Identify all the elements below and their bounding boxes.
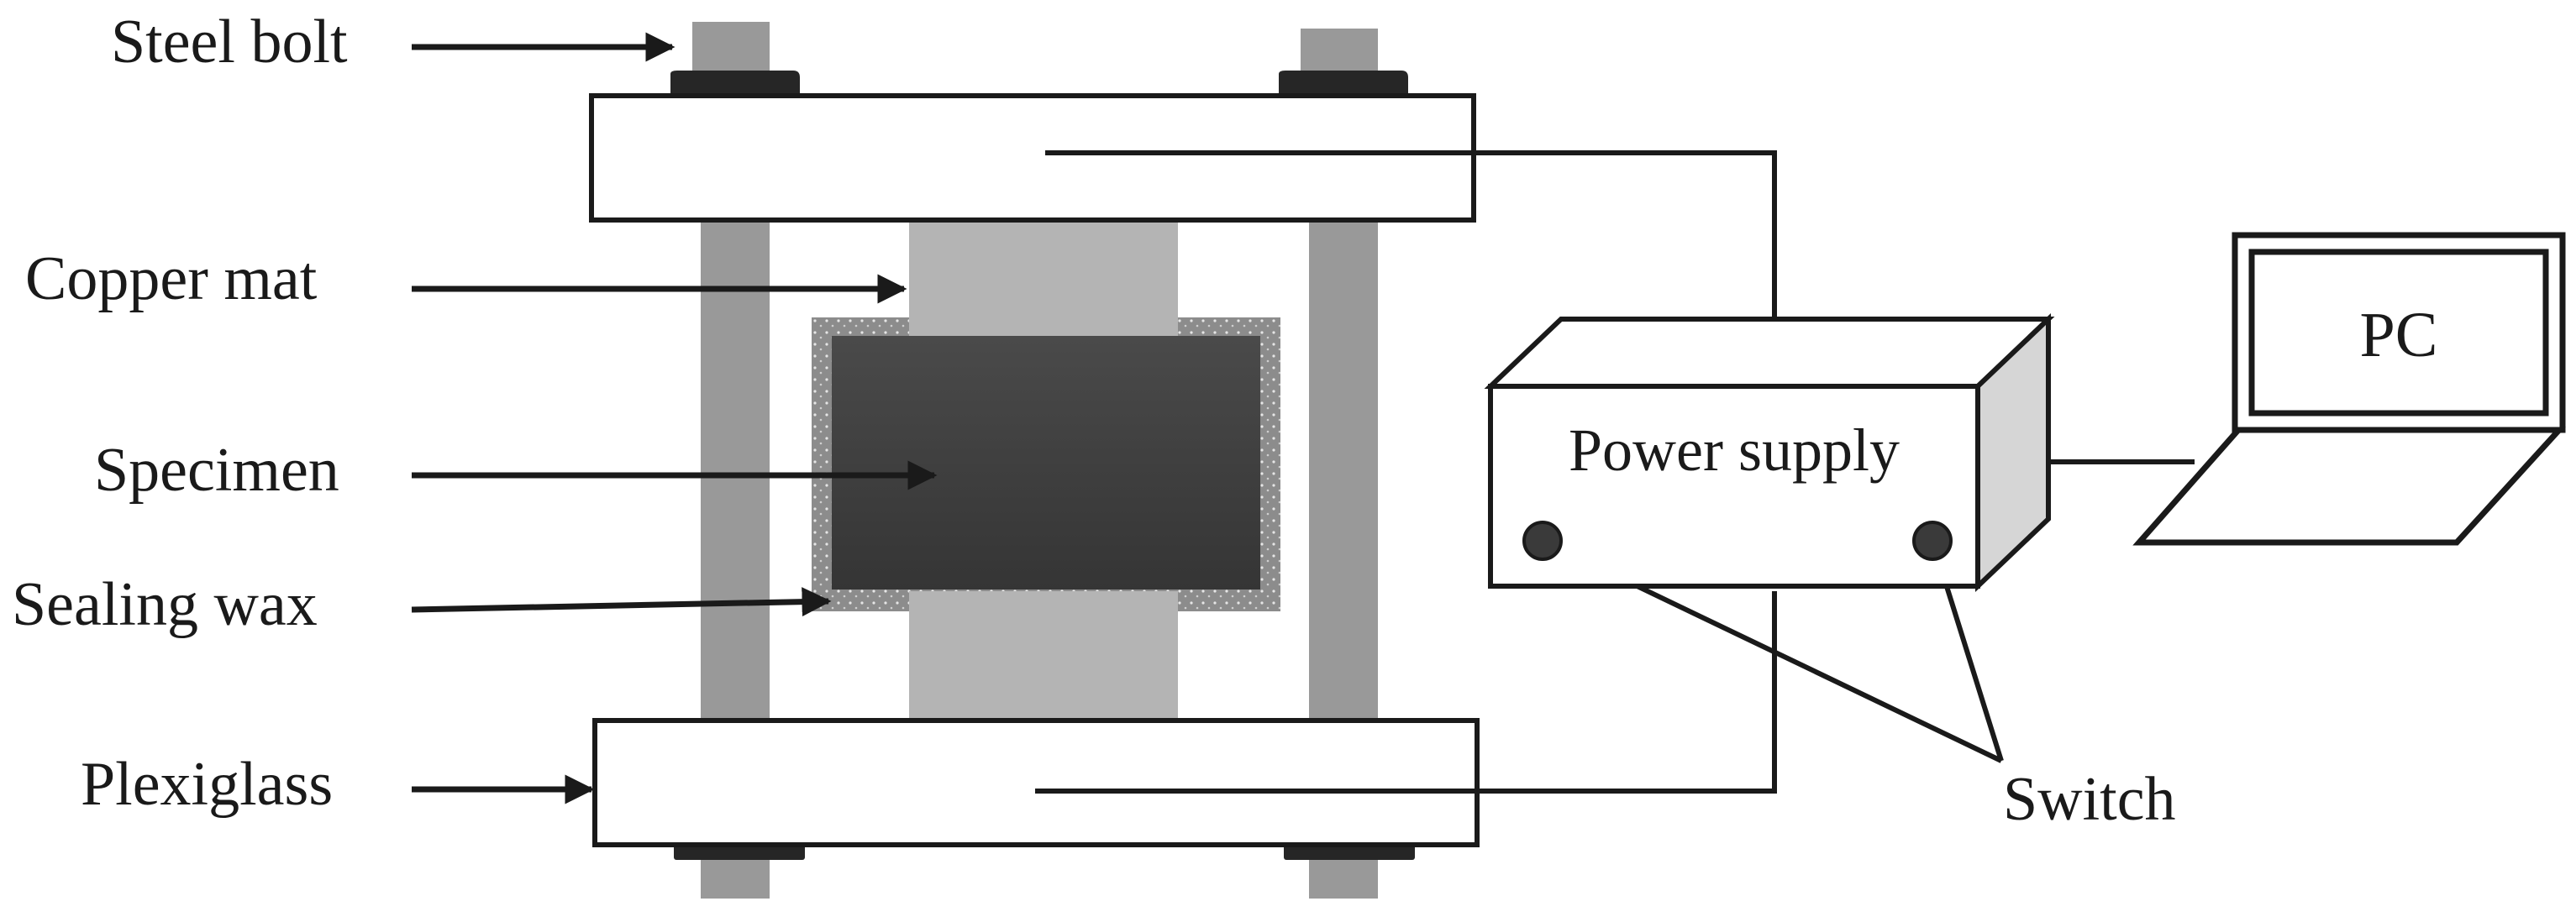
specimen <box>832 336 1260 590</box>
power-supply-top-face <box>1484 317 2055 389</box>
switch-label: Switch <box>2003 765 2176 834</box>
sealing-wax-arrow <box>411 587 832 617</box>
laptop-pc: PC <box>2132 232 2566 546</box>
power-terminal-left <box>1522 521 1563 561</box>
power-supply-label: Power supply <box>1569 417 1900 484</box>
power-terminal-right <box>1912 521 1953 561</box>
steel-bolts <box>692 22 1378 899</box>
sealing-wax-label: Sealing wax <box>12 570 318 639</box>
power-supply: Power supply <box>1484 313 2055 592</box>
laptop-screen-inner <box>2248 249 2549 417</box>
plexiglass-bottom <box>592 718 1480 847</box>
copper-mat-bottom-overlap <box>909 591 1178 611</box>
specimen-label: Specimen <box>94 436 339 505</box>
nut-top-right <box>1279 71 1408 99</box>
wire-top <box>1045 150 1777 341</box>
copper-mat-bottom <box>909 601 1178 724</box>
steel-bolt-label: Steel bolt <box>111 8 348 76</box>
steel-bolt-right-body <box>1309 220 1378 724</box>
nut-top-left <box>670 71 800 99</box>
laptop-keyboard-base <box>2132 427 2566 546</box>
plexiglass-top <box>589 93 1476 223</box>
power-supply-front-face <box>1488 384 1980 589</box>
copper-mats <box>909 220 1178 724</box>
copper-mat-top <box>909 220 1178 329</box>
wire-bottom <box>1035 591 1777 794</box>
copper-mat-label: Copper mat <box>25 244 318 313</box>
copper-mat-top-overlap <box>909 317 1178 336</box>
steel-bolt-left-body <box>701 220 770 724</box>
plexiglass-label: Plexiglass <box>81 750 333 819</box>
annotations: Steel bolt Copper mat Specimen Sealing w… <box>12 8 2176 834</box>
pc-label: PC <box>2360 300 2438 370</box>
